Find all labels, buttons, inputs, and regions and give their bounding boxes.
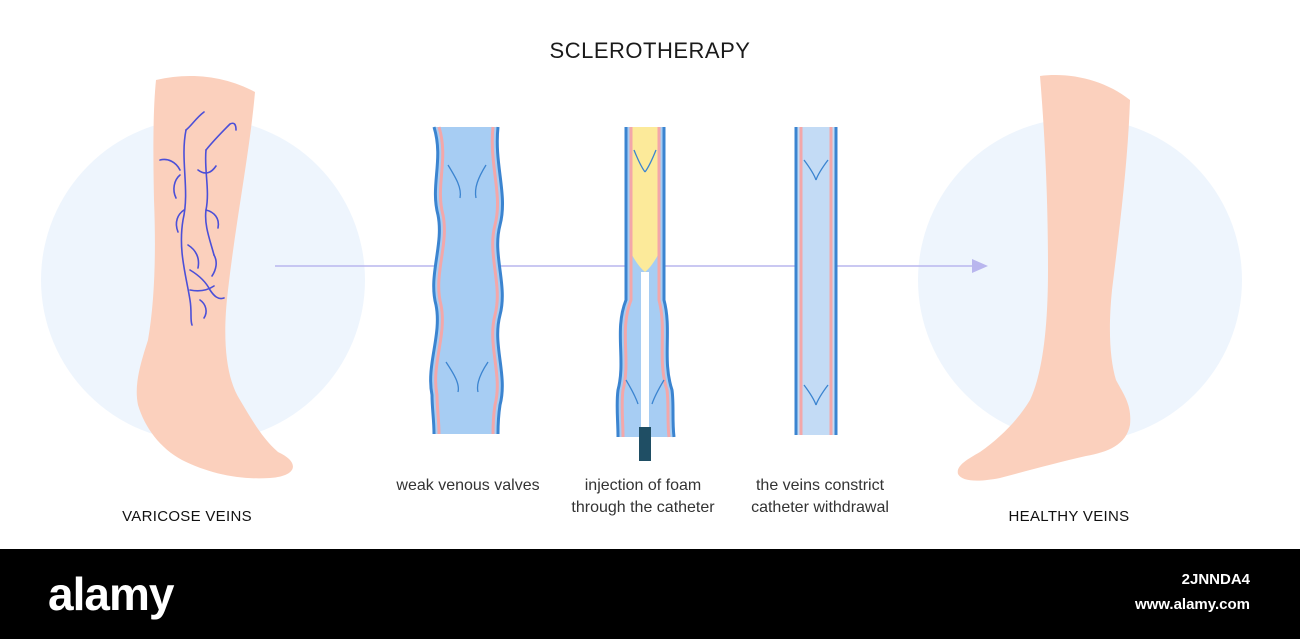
footer-url: www.alamy.com (1134, 596, 1250, 613)
catheter (641, 272, 649, 427)
catheter-tip (639, 427, 651, 461)
caption-line: through the catheter (571, 499, 715, 516)
diagram-title: SCLEROTHERAPY (549, 38, 751, 63)
illustration (41, 75, 1242, 481)
right-leg (957, 75, 1131, 481)
image-id: 2JNNDA4 (1181, 571, 1250, 588)
alamy-logo: alamy (48, 568, 174, 620)
stage-caption-weak-valves: weak venous valves (368, 475, 568, 497)
varicose-veins-label: VARICOSE VEINS (122, 508, 252, 525)
caption-line: the veins constrict (755, 477, 885, 494)
vein-weak-valves (429, 126, 504, 435)
varicose-vein-network (159, 111, 237, 326)
stage-caption-foam-injection: injection of foam through the catheter (543, 475, 743, 519)
caption-line: weak venous valves (396, 477, 540, 494)
healthy-veins-label: HEALTHY VEINS (1008, 508, 1130, 525)
footer-bar: alamy 2JNNDA4 www.alamy.com (0, 549, 1300, 639)
caption-line: injection of foam (584, 477, 702, 494)
stage-caption-veins-constrict: the veins constrict catheter withdrawal (720, 475, 920, 519)
caption-line: catheter withdrawal (751, 499, 889, 516)
vein-constricted (794, 127, 838, 435)
vein-foam-injection (615, 127, 676, 461)
left-leg (136, 76, 293, 479)
